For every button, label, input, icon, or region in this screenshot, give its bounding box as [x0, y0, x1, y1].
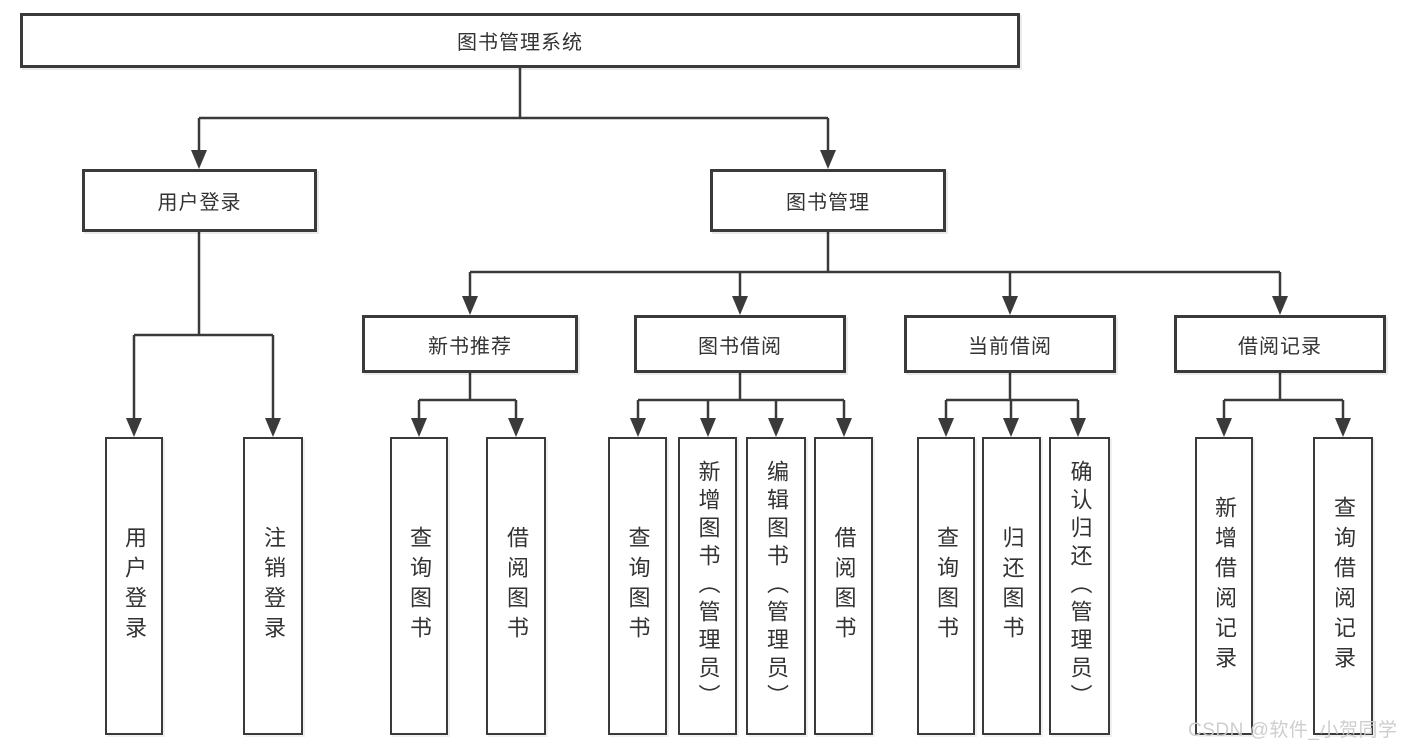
- leaf-label: 查询图书: [934, 526, 959, 646]
- leaf-label: 确认归还（管理员）: [1067, 460, 1093, 712]
- node-leaf-query-books-current: 查询图书: [917, 437, 975, 735]
- leaf-label: 编辑图书（管理员）: [764, 460, 789, 712]
- node-leaf-user-login: 用户登录: [105, 437, 163, 735]
- node-leaf-add-borrow-record: 新增借阅记录: [1195, 437, 1253, 735]
- node-book-borrowing: 图书借阅: [634, 315, 846, 373]
- leaf-label: 用户登录: [122, 526, 147, 646]
- node-leaf-borrow-books-borrowing: 借阅图书: [814, 437, 873, 735]
- node-leaf-return-books: 归还图书: [982, 437, 1041, 735]
- leaf-label: 查询图书: [625, 526, 651, 646]
- node-user-login: 用户登录: [82, 169, 317, 232]
- csdn-watermark: CSDN @软件_小贺同学: [1188, 720, 1398, 741]
- node-leaf-query-books-recommend: 查询图书: [390, 437, 448, 735]
- leaf-label: 注销登录: [261, 526, 286, 646]
- leaf-label: 查询借阅记录: [1331, 496, 1356, 676]
- node-leaf-query-books-borrowing: 查询图书: [608, 437, 667, 735]
- leaf-label: 借阅图书: [504, 526, 529, 646]
- leaf-label: 归还图书: [999, 526, 1025, 646]
- leaf-label: 新增图书（管理员）: [695, 460, 721, 712]
- node-leaf-query-borrow-record: 查询借阅记录: [1313, 437, 1373, 735]
- node-book-management: 图书管理: [710, 169, 946, 232]
- node-current-borrowing: 当前借阅: [904, 315, 1116, 373]
- node-borrowing-records: 借阅记录: [1174, 315, 1386, 373]
- node-leaf-edit-books-admin: 编辑图书（管理员）: [746, 437, 806, 735]
- node-leaf-add-books-admin: 新增图书（管理员）: [678, 437, 737, 735]
- leaf-label: 查询图书: [407, 526, 432, 646]
- leaf-label: 借阅图书: [831, 526, 857, 646]
- leaf-label: 新增借阅记录: [1212, 496, 1237, 676]
- node-leaf-confirm-return-admin: 确认归还（管理员）: [1049, 437, 1110, 735]
- node-new-book-recommend: 新书推荐: [362, 315, 578, 373]
- node-library-management-system: 图书管理系统: [20, 13, 1020, 68]
- node-leaf-borrow-books-recommend: 借阅图书: [486, 437, 546, 735]
- arrowheads: [126, 150, 1351, 437]
- node-leaf-logout: 注销登录: [243, 437, 303, 735]
